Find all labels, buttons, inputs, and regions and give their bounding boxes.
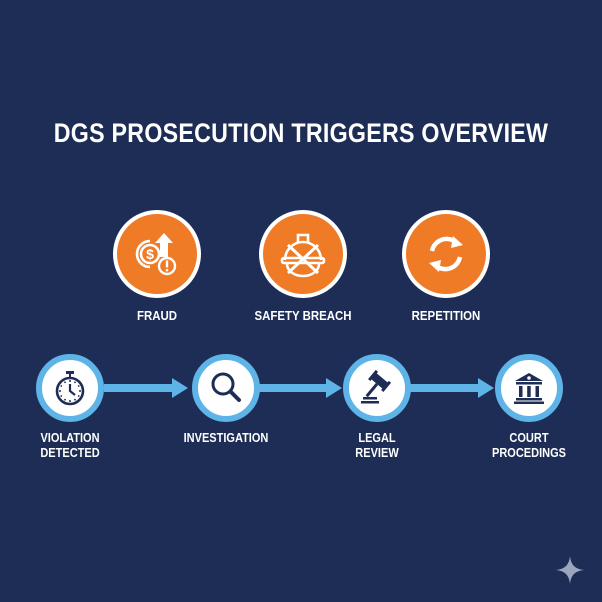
- stopwatch-icon: [55, 371, 85, 406]
- money-up-alert-icon: $: [135, 233, 177, 276]
- courthouse-icon: [514, 373, 544, 404]
- trigger-repetition: REPETITION: [376, 210, 516, 323]
- arrow-right-icon: [410, 378, 494, 398]
- step-court-procedings: COURT PROCEDINGS: [469, 354, 589, 461]
- step-circle: [192, 354, 260, 422]
- step-circle: [495, 354, 563, 422]
- step-label: LEGAL REVIEW: [355, 431, 399, 460]
- trigger-label: SAFETY BREACH: [254, 308, 352, 323]
- svg-text:$: $: [146, 246, 154, 262]
- trigger-label: REPETITION: [411, 308, 481, 323]
- step-violation-detected: VIOLATION DETECTED: [10, 354, 130, 461]
- step-label: COURT PROCEDINGS: [492, 431, 566, 460]
- step-label: INVESTIGATION: [183, 431, 269, 445]
- trigger-fraud: $ FRAUD: [87, 210, 227, 323]
- arrow-right-icon: [104, 378, 188, 398]
- arrow-right-icon: [258, 378, 342, 398]
- gavel-icon: [361, 369, 392, 404]
- trigger-safety-breach: SAFETY BREACH: [233, 210, 373, 323]
- step-circle: [36, 354, 104, 422]
- step-investigation: INVESTIGATION: [166, 354, 286, 446]
- step-legal-review: LEGAL REVIEW: [317, 354, 437, 461]
- page-title: DGS PROSECUTION TRIGGERS OVERVIEW: [53, 118, 549, 148]
- trigger-circle: [259, 210, 347, 298]
- hard-hat-crossed-icon: [280, 233, 326, 278]
- cycle-arrows-icon: [429, 236, 463, 272]
- magnifier-icon: [211, 372, 241, 402]
- sparkle-icon: [556, 556, 584, 584]
- trigger-circle: $: [113, 210, 201, 298]
- step-circle: [343, 354, 411, 422]
- step-label: VIOLATION DETECTED: [40, 431, 100, 460]
- trigger-circle: [402, 210, 490, 298]
- trigger-label: FRAUD: [136, 308, 178, 323]
